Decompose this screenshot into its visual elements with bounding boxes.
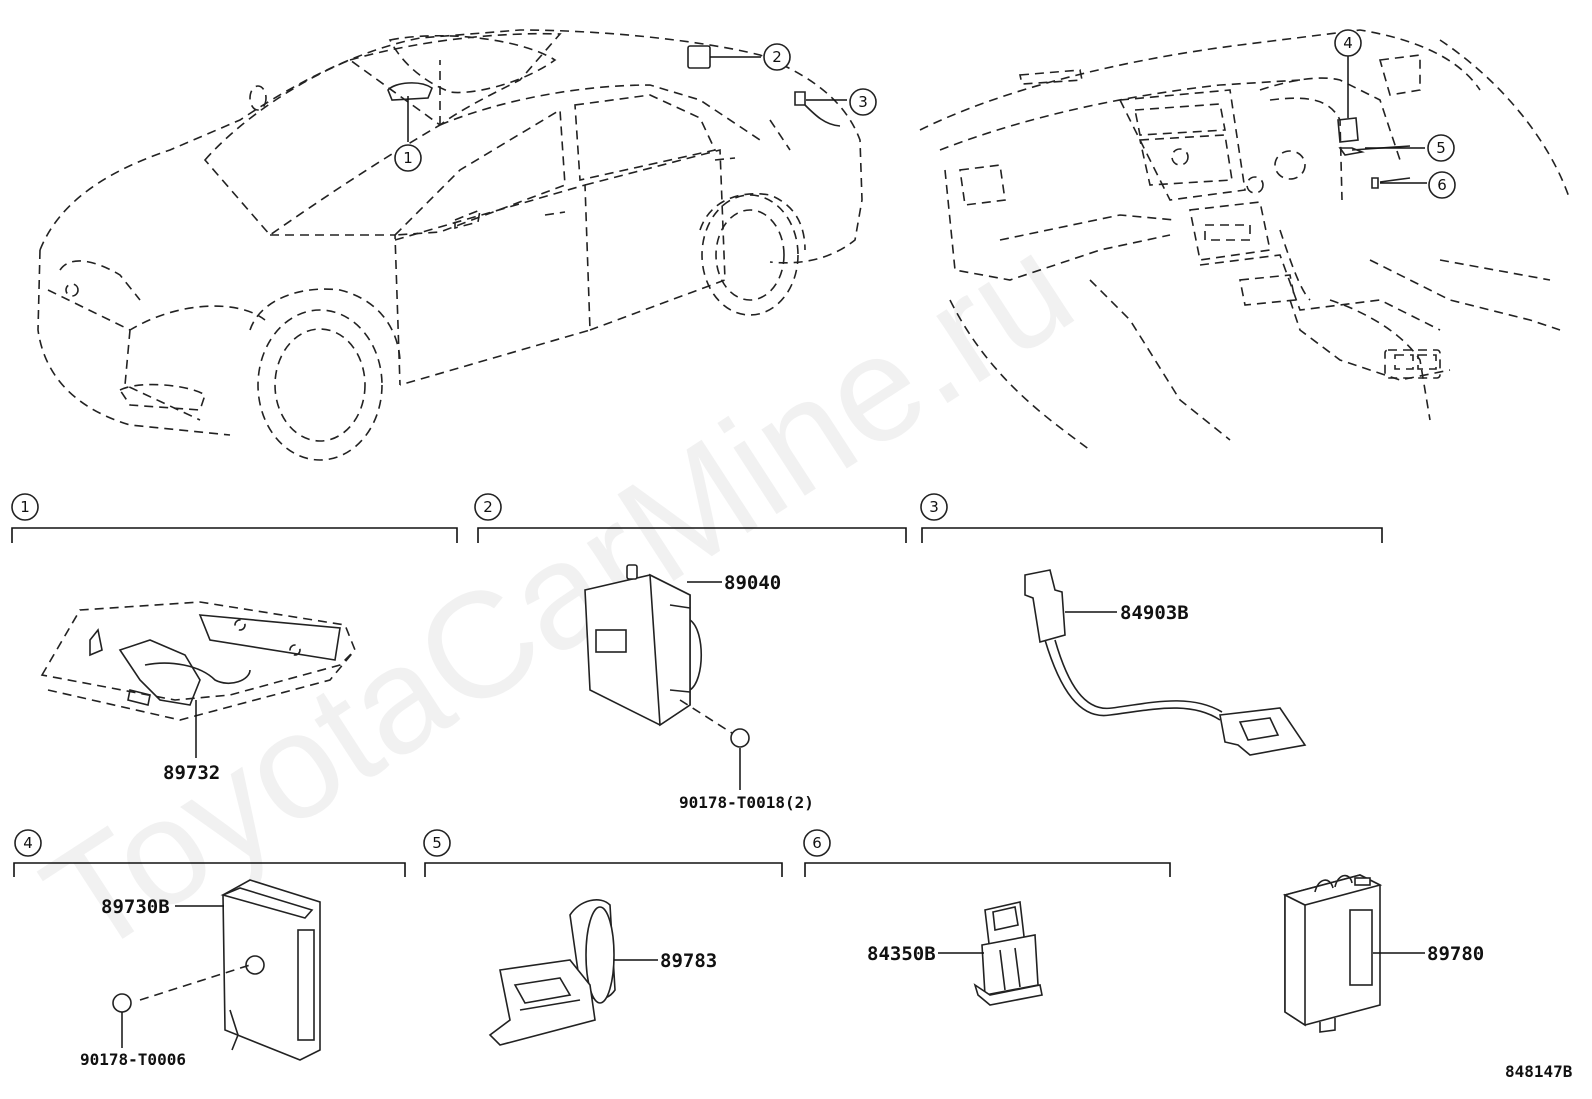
map-light-part-drawing bbox=[40, 601, 356, 721]
svg-text:6: 6 bbox=[812, 834, 822, 852]
section-6-marker-icon: 6 bbox=[803, 829, 831, 857]
callout-1-icon: 1 bbox=[394, 144, 422, 172]
part-number-89730B: 89730B bbox=[101, 896, 170, 918]
section-2-marker-icon: 2 bbox=[474, 493, 502, 521]
computer-module-part-drawing bbox=[139, 879, 321, 1061]
part-number-89040: 89040 bbox=[724, 572, 781, 594]
svg-text:2: 2 bbox=[483, 498, 493, 516]
section-5-marker-icon: 5 bbox=[423, 829, 451, 857]
section-5: 5 89783 bbox=[423, 829, 783, 1046]
section-4-bracket bbox=[13, 862, 406, 877]
watermark: ToyotaCarMine.ru bbox=[16, 201, 1100, 987]
control-unit-part-drawing bbox=[1282, 874, 1383, 1033]
section-4-marker-icon: 4 bbox=[14, 829, 42, 857]
part-number-84350B: 84350B bbox=[867, 943, 936, 965]
switch-part-drawing bbox=[973, 901, 1043, 1006]
overview-callouts bbox=[407, 56, 1427, 184]
section-2-bracket bbox=[477, 527, 907, 543]
part-number-89783: 89783 bbox=[660, 950, 717, 972]
svg-text:4: 4 bbox=[1343, 34, 1353, 52]
svg-text:4: 4 bbox=[23, 834, 33, 852]
part-number-90178-T0018: 90178-T0018(2) bbox=[679, 793, 814, 812]
section-2: 2 89040 90178-T0018(2) bbox=[474, 493, 907, 812]
section-3-bracket bbox=[921, 527, 1383, 543]
part-number-89732: 89732 bbox=[163, 762, 220, 784]
grommet-icon bbox=[730, 728, 750, 748]
svg-text:5: 5 bbox=[1436, 139, 1446, 157]
antenna-cord-part-drawing bbox=[1024, 569, 1307, 756]
svg-text:3: 3 bbox=[929, 498, 939, 516]
receiver-module-part-drawing bbox=[584, 564, 736, 736]
section-1-marker-icon: 1 bbox=[11, 493, 39, 521]
callout-3-icon: 3 bbox=[849, 88, 877, 116]
clip-icon bbox=[112, 993, 132, 1013]
svg-text:3: 3 bbox=[858, 93, 868, 111]
coil-part-drawing bbox=[488, 899, 616, 1046]
section-3-marker-icon: 3 bbox=[920, 493, 948, 521]
section-1: 1 89732 bbox=[11, 493, 458, 784]
svg-text:5: 5 bbox=[432, 834, 442, 852]
section-4: 4 89730B 90178-T0006 bbox=[13, 829, 406, 1069]
section-1-bracket bbox=[11, 527, 458, 543]
svg-text:1: 1 bbox=[403, 149, 413, 167]
car-exterior-view bbox=[37, 29, 863, 461]
svg-text:2: 2 bbox=[772, 48, 782, 66]
part-number-89780: 89780 bbox=[1427, 943, 1484, 965]
drawing-id: 848147B bbox=[1505, 1062, 1573, 1081]
callout-2-icon: 2 bbox=[763, 43, 791, 71]
section-3: 3 84903B bbox=[920, 493, 1383, 756]
svg-text:1: 1 bbox=[20, 498, 30, 516]
callout-6-icon: 6 bbox=[1428, 171, 1456, 199]
standalone-part: 89780 bbox=[1282, 874, 1484, 1033]
callout-4-icon: 4 bbox=[1334, 29, 1362, 57]
svg-text:6: 6 bbox=[1437, 176, 1447, 194]
interior-dashboard-view bbox=[919, 29, 1571, 451]
part-number-90178-T0006: 90178-T0006 bbox=[80, 1050, 186, 1069]
part-number-84903B: 84903B bbox=[1120, 602, 1189, 624]
callout-5-icon: 5 bbox=[1427, 134, 1455, 162]
section-6: 6 84350B bbox=[803, 829, 1171, 1006]
section-6-bracket bbox=[804, 862, 1171, 877]
section-5-bracket bbox=[424, 862, 783, 877]
